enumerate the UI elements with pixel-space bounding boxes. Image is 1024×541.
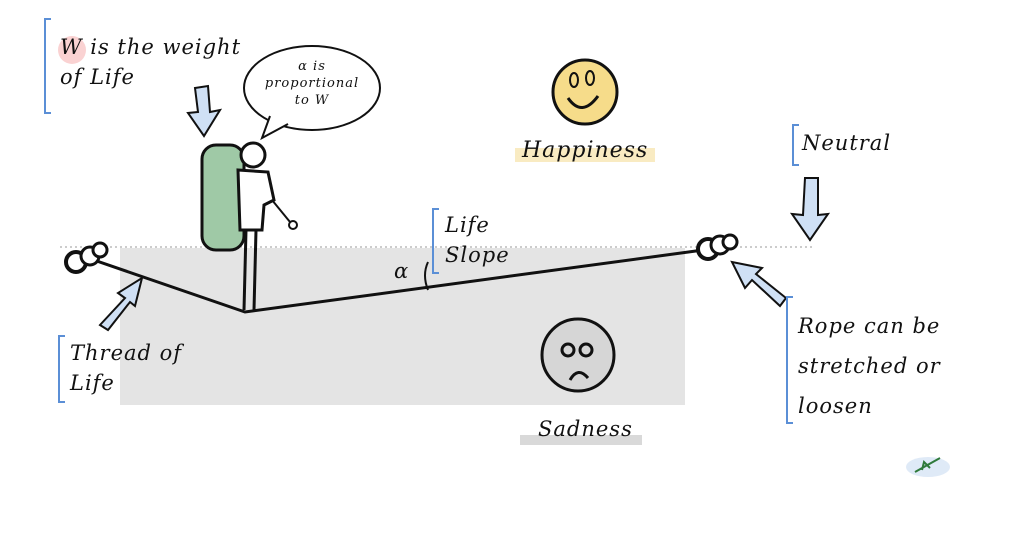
sad-face-icon	[540, 317, 616, 393]
slope-label: Life Slope	[445, 210, 510, 270]
speech-bubble	[243, 45, 381, 131]
rope-line-3: loosen	[798, 394, 873, 418]
rope-line-1: Rope can be	[798, 314, 941, 338]
happy-face-icon	[551, 58, 619, 126]
bubble-text: α is proportional to W	[262, 58, 362, 109]
thread-label: Thread of Life	[70, 338, 182, 398]
angle-arc	[424, 261, 429, 291]
alpha-label: α	[394, 259, 410, 283]
sadness-label: Sadness	[538, 417, 633, 441]
weight-arrow-icon	[186, 84, 223, 138]
rope-label: Rope can be stretched or loosen	[798, 306, 941, 426]
thread-bracket	[58, 335, 65, 403]
signature-logo	[906, 457, 950, 477]
weight-line-2: of Life	[60, 65, 135, 89]
bubble-line-2: proportional	[264, 76, 360, 91]
weight-label: W is the weight of Life	[60, 32, 241, 92]
rope-bracket	[786, 296, 793, 424]
bubble-line-1: α is	[298, 59, 326, 74]
thread-line-2: Life	[70, 371, 115, 395]
rope-arrow-icon	[730, 260, 788, 308]
person-with-backpack-icon	[200, 141, 298, 311]
bubble-line-3: to W	[294, 93, 330, 108]
happiness-label: Happiness	[522, 138, 649, 163]
right-pulley-icon	[696, 233, 739, 261]
neutral-label: Neutral	[802, 131, 892, 155]
weight-line-1: W is the weight	[60, 35, 242, 59]
rope-line-2: stretched or	[798, 354, 941, 378]
slope-bracket	[432, 208, 439, 274]
left-pulley-icon	[64, 241, 109, 274]
slope-line-1: Life	[445, 213, 490, 237]
thread-line-1: Thread of	[70, 341, 183, 365]
neutral-bracket	[792, 124, 799, 166]
rope	[87, 246, 719, 314]
thread-arrow-icon	[98, 275, 144, 332]
neutral-arrow-icon	[789, 177, 831, 242]
weight-bracket	[44, 18, 51, 114]
slope-line-2: Slope	[445, 243, 510, 267]
